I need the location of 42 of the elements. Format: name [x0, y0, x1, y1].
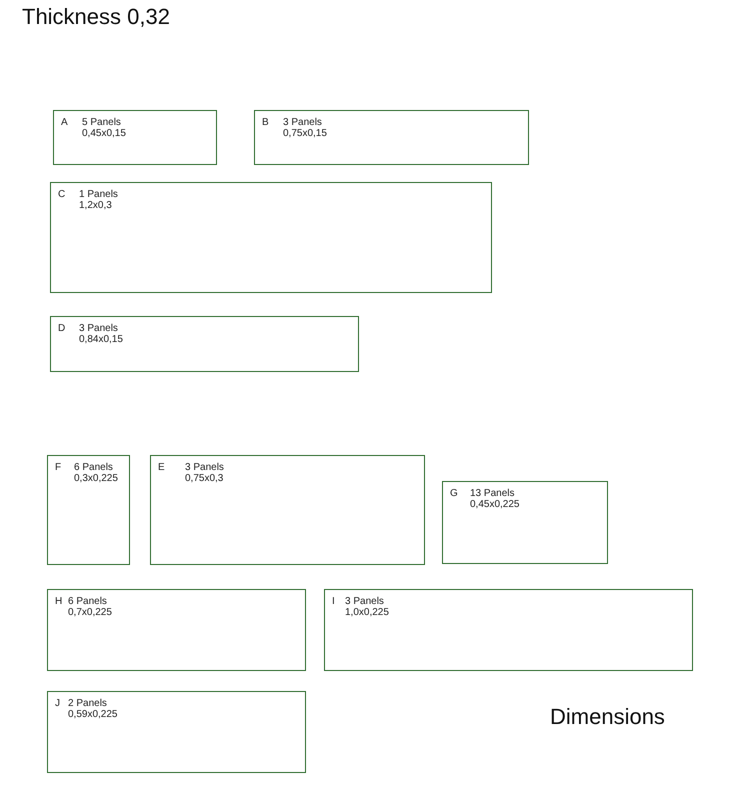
panel-letter: F — [55, 462, 62, 473]
panel-count: 3 Panels — [283, 117, 322, 128]
panel-count: 5 Panels — [82, 117, 121, 128]
panel-count: 6 Panels — [74, 462, 113, 473]
panel-letter: G — [450, 488, 458, 499]
panel-count: 3 Panels — [345, 596, 384, 607]
panel-box — [47, 691, 306, 773]
panel-count: 1 Panels — [79, 189, 118, 200]
panel-letter: J — [55, 698, 60, 709]
panel-box — [47, 589, 306, 671]
panel-count: 6 Panels — [68, 596, 107, 607]
panel-size: 0,84x0,15 — [79, 334, 123, 345]
panel-size: 1,0x0,225 — [345, 607, 389, 618]
panel-letter: I — [332, 596, 335, 607]
panel-size: 0,3x0,225 — [74, 473, 118, 484]
panel-box — [47, 455, 130, 565]
panel-size: 0,75x0,15 — [283, 128, 327, 139]
panel-size: 0,7x0,225 — [68, 607, 112, 618]
panel-box — [254, 110, 529, 165]
panel-size: 0,59x0,225 — [68, 709, 118, 720]
panel-letter: E — [158, 462, 165, 473]
panel-letter: A — [61, 117, 68, 128]
panel-letter: B — [262, 117, 269, 128]
panel-box — [150, 455, 425, 565]
panel-box — [53, 110, 217, 165]
panel-box — [50, 182, 492, 293]
title: Thickness 0,32 — [22, 4, 170, 30]
panel-box — [324, 589, 693, 671]
panel-letter: C — [58, 189, 66, 200]
panel-size: 0,45x0,225 — [470, 499, 520, 510]
section-heading: Dimensions — [550, 704, 665, 730]
panel-count: 13 Panels — [470, 488, 514, 499]
panel-box — [50, 316, 359, 372]
panel-letter: H — [55, 596, 62, 607]
panel-size: 0,45x0,15 — [82, 128, 126, 139]
panel-letter: D — [58, 323, 66, 334]
panel-size: 0,75x0,3 — [185, 473, 224, 484]
panel-count: 2 Panels — [68, 698, 107, 709]
panel-count: 3 Panels — [79, 323, 118, 334]
panel-box — [442, 481, 608, 564]
panel-size: 1,2x0,3 — [79, 200, 112, 211]
panel-count: 3 Panels — [185, 462, 224, 473]
